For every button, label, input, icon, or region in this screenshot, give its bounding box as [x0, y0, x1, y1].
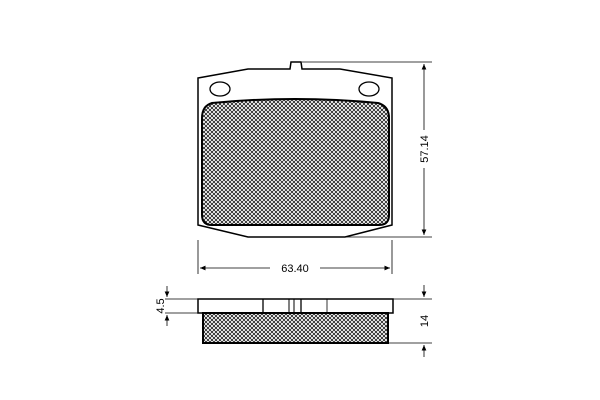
- mounting-hole-right: [358, 81, 380, 97]
- backplate-side: [197, 298, 394, 314]
- friction-material-side: [202, 312, 389, 344]
- width-dimension: 63.40: [197, 240, 393, 275]
- height-label: 57.14: [419, 135, 431, 163]
- mounting-hole-left: [209, 81, 231, 97]
- width-label: 63.40: [281, 263, 309, 275]
- friction-material: [201, 98, 390, 226]
- total-thickness-dimension: 14: [388, 285, 432, 357]
- total-thickness-label: 14: [419, 315, 431, 327]
- side-view: [197, 298, 394, 344]
- backplate-thickness-label: 4.5: [155, 298, 167, 313]
- height-dimension: 57.14: [302, 61, 432, 238]
- backplate-thickness-dimension: 4.5: [155, 286, 203, 326]
- front-view: [197, 61, 393, 238]
